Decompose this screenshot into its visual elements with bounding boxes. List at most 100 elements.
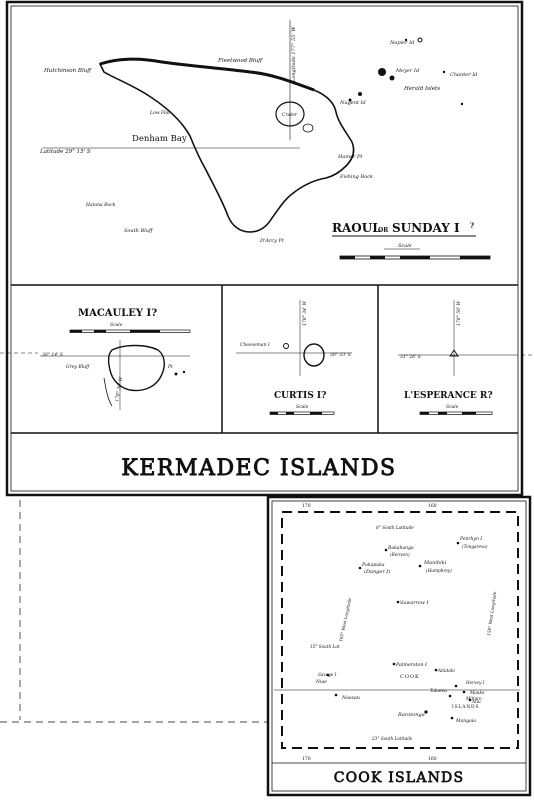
rock-dot <box>442 70 446 74</box>
cook-top-tick-160: 160 <box>428 503 437 509</box>
curtis-scale-label: Scale <box>296 404 309 410</box>
cook-label-aitutaki: Aitutaki <box>437 668 455 673</box>
raoul-scale-bar <box>339 255 491 260</box>
cook-label-palmerston: Palmerston I <box>395 662 427 668</box>
raoul-title-main: RAOUL <box>332 221 381 235</box>
label-fishing-rock: Fishing Rock <box>339 174 373 180</box>
macauley-title: MACAULEY I? <box>78 308 157 319</box>
cook-label-penrhyn: Penrhyn I <box>459 536 482 542</box>
cook-label-mitiaro: Mitiaro <box>465 696 482 701</box>
cook-label-mauke: Mauke <box>469 690 485 695</box>
cook-bottom-tick-160: 160 <box>428 756 437 762</box>
label-hatana-rock: Hatana Rock <box>85 202 116 208</box>
cook-label-humphrey: (Humphrey) <box>426 568 452 573</box>
curtis-lat-label: 30° 33' S <box>330 352 351 358</box>
cook-label-manihiki: Manihiki <box>423 560 447 566</box>
curtis-scale-bar <box>269 411 335 415</box>
curtis-island <box>303 343 325 367</box>
cook-frame <box>266 495 532 797</box>
cook-label-hervey: Hervey I <box>465 680 485 685</box>
macauley-scale-bar <box>69 329 191 333</box>
rock-dot <box>404 38 408 42</box>
cook-label-mangaia: Mangaia <box>455 718 476 724</box>
curtis-left-label: Cheeseman I <box>240 342 270 348</box>
raoul-title-name: SUNDAY I <box>392 221 460 235</box>
cook-label-pukapuka: Pukapuka <box>361 562 385 568</box>
raoul-title-or: OR <box>378 227 389 234</box>
label-hutchinson-bluff: Hutchinson Bluff <box>43 68 92 74</box>
label-fleetwood-bluff: Fleetwood Bluff <box>217 58 263 64</box>
raoul-north-cliff <box>99 57 315 92</box>
cook-top-tick-170: 170 <box>302 503 311 509</box>
label-hamer-pt: Hamer Pt <box>337 154 363 160</box>
label-chanter: Chanter Id <box>450 72 477 78</box>
raoul-scale-label: Scale <box>398 243 412 249</box>
esperance-lat-label: 31° 26' S <box>400 354 421 360</box>
label-napier: Napier Id <box>389 40 414 46</box>
cook-label-nassau: Nassau <box>341 695 360 701</box>
macauley-island <box>107 344 165 392</box>
cook-label-danger: (Danger I) <box>364 568 390 575</box>
esperance-scale-label: Scale <box>446 404 459 410</box>
herald-islet-4 <box>348 98 352 102</box>
esperance-long-label: 178° 56' W <box>456 300 462 326</box>
label-herald-islets: Herald Islets <box>403 86 440 92</box>
macauley-rock <box>174 372 178 376</box>
label-crater: Crater <box>282 112 298 118</box>
cook-label-23-south: 23° South Latitude <box>371 736 413 741</box>
esperance-title: L'ESPERANCE R? <box>404 391 493 401</box>
macauley-scale-label: Scale <box>110 322 123 328</box>
cook-label-8-south: 8° South Latitude <box>376 525 414 530</box>
kermadec-frame <box>5 0 524 497</box>
cook-label-takutea: Takutea <box>430 688 447 693</box>
label-meyer: Meyer Id <box>395 68 419 74</box>
label-denham-bay: Denham Bay <box>132 134 187 144</box>
cook-island-dots <box>326 541 472 720</box>
label-nugent: Nugent Id <box>339 100 366 106</box>
cook-label-165-west: 165° West Longitude <box>338 597 352 642</box>
cook-label-rakahanga: Rakahanga <box>387 545 414 551</box>
cook-label-rarotonga: Rarotonga <box>397 712 425 718</box>
raoul-island-outline <box>98 58 355 233</box>
cook-label-islands: ISLANDS <box>452 704 479 710</box>
macauley-rock <box>182 370 186 374</box>
cook-boundary-box <box>281 511 519 749</box>
label-south-bluff: South Bluff <box>124 228 154 234</box>
macauley-bluff-label: Grey Bluff <box>66 364 90 370</box>
cook-label-savage: Savage I <box>318 672 337 677</box>
cook-inner-frame <box>271 500 527 792</box>
esperance-scale-bar <box>419 411 493 415</box>
esperance-rock <box>449 349 459 357</box>
label-longitude: Longitude 177° 55' W <box>291 26 297 83</box>
cook-bottom-tick-170: 170 <box>302 756 311 762</box>
cook-label-158-west: 158° West Longitude <box>486 591 497 636</box>
crater-lake <box>302 123 314 133</box>
label-latitude: Latitude 29° 15' S <box>39 149 91 155</box>
kermadec-banner: KERMADEC ISLANDS <box>121 456 396 481</box>
cook-label-cook: COOK <box>400 674 420 680</box>
macauley-long-label: 178° 30' W <box>114 376 124 402</box>
cook-banner: COOK ISLANDS <box>334 770 465 786</box>
macauley-reef <box>103 377 113 407</box>
napier-islet <box>417 37 423 43</box>
kermadec-inner-frame <box>10 5 519 492</box>
cook-label-reirson: (Reirson) <box>390 552 410 557</box>
raoul-title-suffix: ? <box>470 221 474 230</box>
macauley-pt-label: Pt <box>167 364 173 370</box>
curtis-long-label: 178° 34' W <box>302 300 308 326</box>
macauley-lat-label: 30° 14' S <box>42 352 63 358</box>
herald-islet-1 <box>378 68 386 76</box>
label-low-flat: Low Flat <box>149 110 170 116</box>
cook-label-tongareva: (Tongareva) <box>462 544 488 549</box>
cook-label-niue: Niue <box>315 679 327 685</box>
label-darcy-pt: D'Arcy Pt <box>259 238 285 244</box>
cheeseman-island <box>283 343 289 349</box>
herald-islet-3 <box>358 92 362 96</box>
cook-label-suwarrow: Suwarrow I <box>400 600 428 606</box>
rock-dot <box>460 102 464 106</box>
cook-label-15-south: 15° South Lat <box>310 644 340 649</box>
curtis-title: CURTIS I? <box>274 391 326 401</box>
herald-islet-2 <box>389 75 395 81</box>
cook-label-atiu: Atiu <box>471 699 481 704</box>
